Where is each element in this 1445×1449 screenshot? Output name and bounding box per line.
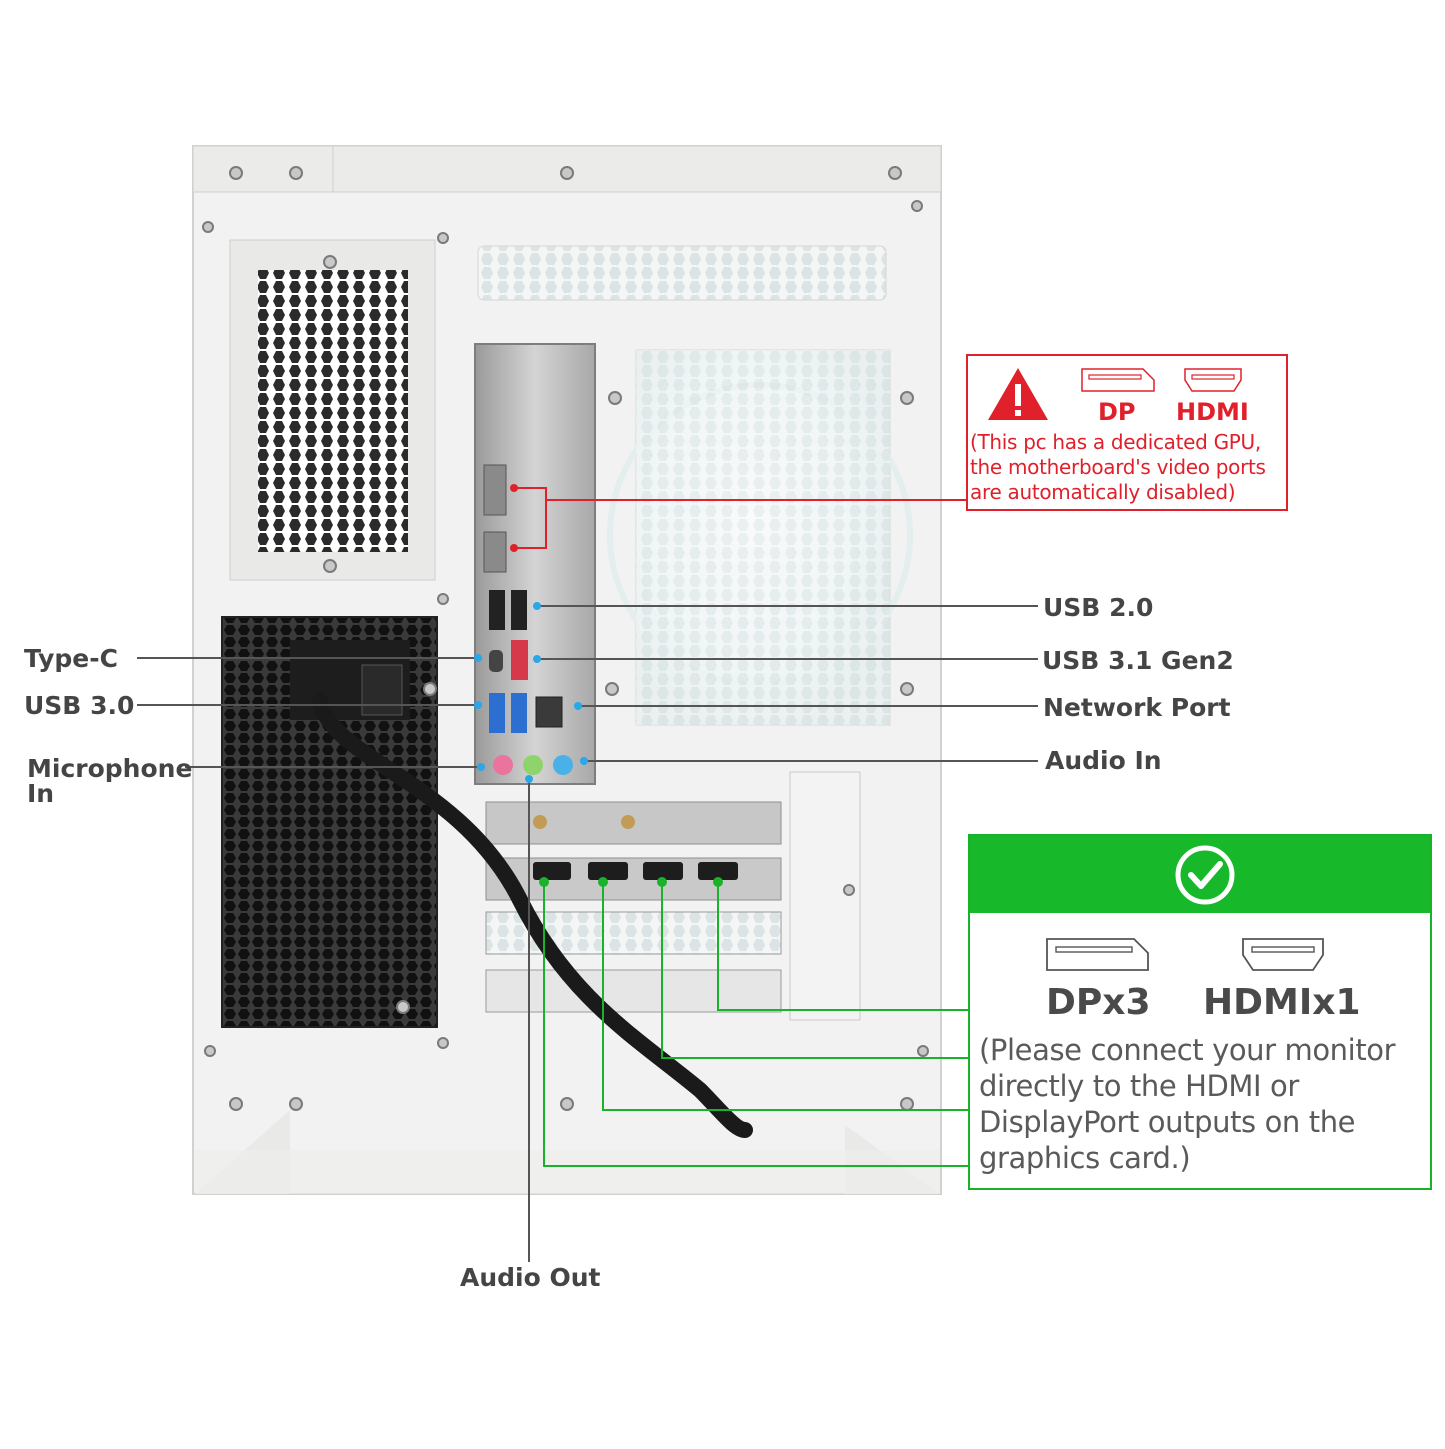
warning-triangle-icon <box>988 368 1048 420</box>
hdmi-icon <box>1184 368 1242 392</box>
displayport-icon <box>1081 368 1155 392</box>
check-circle-icon <box>1175 845 1235 905</box>
gpu-ports <box>533 815 738 880</box>
red-dot <box>510 544 518 552</box>
label-network-port: Network Port <box>1043 693 1231 722</box>
red-leader <box>514 487 966 549</box>
warning-callout: DP HDMI (This pc has a dedicated GPU, th… <box>966 354 1288 511</box>
io-ports <box>483 464 573 775</box>
green-leaders <box>543 882 968 1167</box>
label-type-c: Type-C <box>24 644 118 673</box>
screws <box>202 166 929 1111</box>
red-dot <box>510 484 518 492</box>
gpu-info-callout: DPx3 HDMIx1 (Please connect your monitor… <box>968 834 1432 1190</box>
label-usb20: USB 2.0 <box>1043 593 1154 622</box>
hdmi-icon <box>1242 938 1324 971</box>
displayport-icon <box>1046 938 1149 971</box>
gpu-info-header <box>970 836 1430 913</box>
label-usb31-gen2: USB 3.1 Gen2 <box>1042 646 1234 675</box>
case-body <box>192 145 942 1195</box>
power-cable <box>312 692 753 1138</box>
label-audio-out: Audio Out <box>460 1263 601 1292</box>
port-dots <box>474 602 588 783</box>
warning-dp-label: DP <box>1098 398 1136 426</box>
warning-hdmi-label: HDMI <box>1176 398 1249 426</box>
leader-lines <box>137 605 1038 1262</box>
gpu-note: (Please connect your monitor directly to… <box>979 1033 1396 1175</box>
gpu-hdmi-count: HDMIx1 <box>1203 982 1361 1023</box>
label-usb30: USB 3.0 <box>24 691 135 720</box>
warning-note: (This pc has a dedicated GPU, the mother… <box>970 430 1266 504</box>
label-microphone-in: Microphone In <box>27 754 193 808</box>
label-audio-in: Audio In <box>1045 746 1162 775</box>
green-dots <box>539 877 723 887</box>
gpu-dp-count: DPx3 <box>1046 982 1151 1023</box>
